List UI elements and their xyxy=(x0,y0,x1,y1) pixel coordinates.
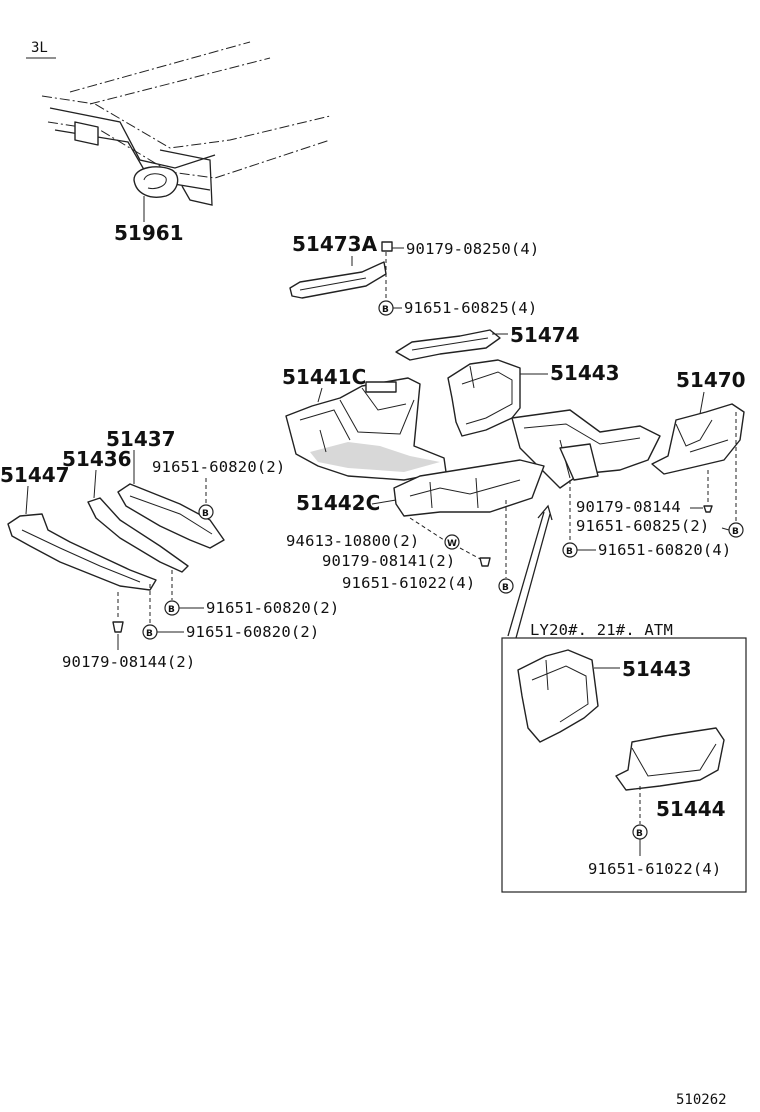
left-parts-group: 51437 51436 51447 91651-60820(2) B B 916… xyxy=(0,427,339,671)
fastener-94613-10800-label: 94613-10800(2) xyxy=(286,532,419,550)
part-51436-label: 51436 xyxy=(62,447,132,471)
part-51437-label: 51437 xyxy=(106,427,176,451)
part-51473A-group: 51473A 90179-08250(4) B 91651-60825(4) xyxy=(289,232,539,317)
part-51443-label: 51443 xyxy=(550,361,620,385)
fastener-91651-60825-2-label: 91651-60825(2) xyxy=(576,517,709,535)
part-51961-label: 51961 xyxy=(114,221,184,245)
fastener-90179-08144-left-label: 90179-08144(2) xyxy=(62,653,195,671)
frame-view-3l: 3L 51961 xyxy=(26,40,331,245)
fastener-91651-61022-inset-label: 91651-61022(4) xyxy=(588,860,721,878)
right-fastener-callouts: 90179-08144 91651-60825(2) B 91651-60820… xyxy=(562,480,731,559)
part-51470-group: 51470 B xyxy=(651,368,746,538)
b-marker-letter: B xyxy=(202,509,209,519)
fastener-91651-60820-2-top-label: 91651-60820(2) xyxy=(152,458,285,476)
w-marker-letter: W xyxy=(447,539,457,549)
part-51443-inset-label: 51443 xyxy=(622,657,692,681)
b-marker-letter: B xyxy=(146,629,153,639)
fastener-91651-60825-4-label: 91651-60825(4) xyxy=(404,299,537,317)
b-marker-letter: B xyxy=(566,547,573,557)
part-51441C-group: 51441C xyxy=(282,365,447,481)
center-fastener-callouts: 94613-10800(2) W 90179-08141(2) 91651-61… xyxy=(286,500,514,594)
part-51470-label: 51470 xyxy=(676,368,746,392)
fastener-90179-08250-label: 90179-08250(4) xyxy=(406,240,539,258)
inset-title: LY20#. 21#. ATM xyxy=(530,621,673,639)
fastener-90179-08144-right-label: 90179-08144 xyxy=(576,498,681,516)
b-marker-letter: B xyxy=(382,305,389,315)
b-marker-letter: B xyxy=(636,829,643,839)
fastener-91651-60820-4-label: 91651-60820(4) xyxy=(598,541,731,559)
b-marker xyxy=(498,578,514,594)
b-marker xyxy=(198,504,214,520)
part-51474-label: 51474 xyxy=(510,323,580,347)
part-51444-label: 51444 xyxy=(656,797,726,821)
diagram-code: 510262 xyxy=(676,1092,727,1108)
w-marker xyxy=(444,534,460,550)
part-51443-main-group: 51443 xyxy=(447,359,620,437)
part-51473A-label: 51473A xyxy=(292,232,378,256)
fastener-91651-60820-2-b-label: 91651-60820(2) xyxy=(186,623,319,641)
b-marker-letter: B xyxy=(168,605,175,615)
b-marker-letter: B xyxy=(502,583,509,593)
part-51441C-label: 51441C xyxy=(282,365,366,389)
b-marker-letter: B xyxy=(732,527,739,537)
part-51442C-label: 51442C xyxy=(296,491,380,515)
fastener-91651-61022-main-label: 91651-61022(4) xyxy=(342,574,475,592)
inset-atm-box: LY20#. 21#. ATM 51443 51444 B 91651-6102… xyxy=(501,621,747,893)
part-51474-group: 51474 xyxy=(395,323,580,361)
fastener-90179-08141-label: 90179-08141(2) xyxy=(322,552,455,570)
engine-label: 3L xyxy=(31,40,48,56)
part-51447-label: 51447 xyxy=(0,463,70,487)
fastener-91651-60820-2-a-label: 91651-60820(2) xyxy=(206,599,339,617)
